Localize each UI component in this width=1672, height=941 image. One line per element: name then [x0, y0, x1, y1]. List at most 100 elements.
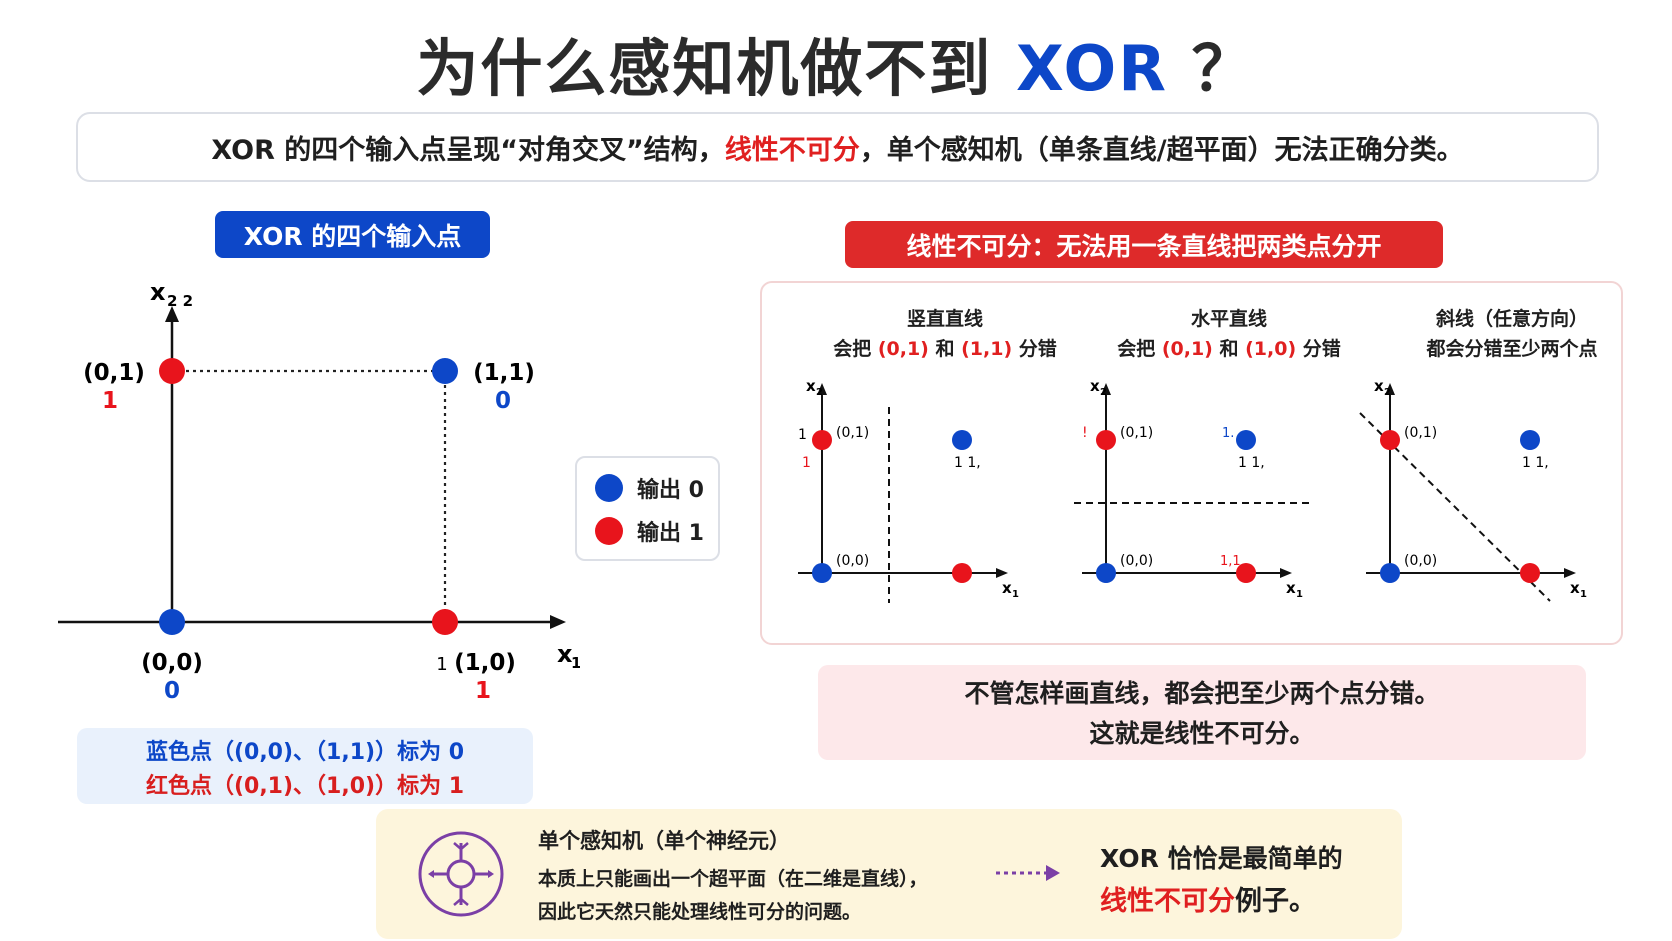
- svg-text:2: 2: [816, 387, 823, 398]
- subplot-2-title: 水平直线: [1190, 308, 1267, 330]
- arrow-up-icon: [1101, 383, 1111, 395]
- label-01-coord: (0,1): [83, 360, 145, 386]
- legend-item-output-1: 输出 1: [595, 515, 704, 547]
- mini1-point-11: [952, 430, 972, 450]
- result-highlight: 线性不可分: [1100, 886, 1235, 917]
- mini2-point-00: [1096, 563, 1116, 583]
- subplot-2-caption: 会把 (0,1) 和 (1,0) 分错: [1117, 338, 1341, 360]
- left-note-box: 蓝色点（(0,0)、（1,1)）标为 0 红色点（(0,1)、（1,0)）标为 …: [77, 728, 533, 804]
- mini-plot-diagonal: (0,1) (0,0) 1 1, x 2 x 1: [1359, 377, 1587, 602]
- perceptron-line-1: 本质上只能画出一个超平面（在二维是直线），: [538, 868, 928, 890]
- title-highlight: XOR: [1015, 32, 1169, 105]
- legend-item-output-0: 输出 0: [595, 472, 704, 504]
- result-line-1: XOR 恰恰是最简单的: [1100, 844, 1343, 873]
- arrow-up-icon: [1385, 383, 1395, 395]
- perceptron-line-2: 因此它天然只能处理线性可分的问题。: [538, 901, 862, 923]
- svg-text:x: x: [806, 377, 816, 395]
- arrow-right-icon: [1564, 568, 1576, 578]
- mini-plot-horizontal: (0,1) (0,0) ! 1. 1 1, 1,1 x 2 x 1: [1074, 377, 1310, 600]
- perceptron-title: 单个感知机（单个神经元）: [538, 829, 790, 853]
- result-line-2: 线性不可分例子。: [1100, 879, 1316, 918]
- note-red-points: 红色点（(0,1)、（1,0)）标为 1: [145, 774, 465, 799]
- point-01: [159, 358, 185, 384]
- arrow-right-icon: [996, 568, 1008, 578]
- label-10-output: 1: [475, 678, 491, 704]
- subplot-1-caption: 会把 (0,1) 和 (1,1) 分错: [833, 338, 1057, 360]
- svg-text:1: 1: [1580, 589, 1587, 600]
- svg-text:1,1: 1,1: [1220, 554, 1241, 569]
- svg-text:1: 1: [802, 455, 811, 471]
- svg-text:2: 2: [1384, 387, 1391, 398]
- svg-text:(0,1): (0,1): [1404, 425, 1437, 441]
- svg-text:x: x: [1374, 377, 1384, 395]
- legend-label-1: 输出 1: [637, 521, 704, 546]
- subplot-3-title: 斜线（任意方向）: [1435, 308, 1588, 330]
- conclusion-line-1: 不管怎样画直线，都会把至少两个点分错。: [964, 679, 1440, 708]
- conclusion-box: 不管怎样画直线，都会把至少两个点分错。 这就是线性不可分。: [818, 665, 1586, 760]
- svg-text:x: x: [1002, 579, 1012, 597]
- svg-text:(0,1): (0,1): [836, 425, 869, 441]
- svg-text:1.: 1.: [1222, 426, 1234, 441]
- diagonal-split-line: [1359, 412, 1551, 602]
- arrow-up-icon: [817, 383, 827, 395]
- conclusion-line-2: 这就是线性不可分。: [1089, 719, 1315, 748]
- dashed-arrow-icon: [996, 865, 1060, 881]
- label-00-output: 0: [164, 678, 180, 704]
- note-blue-points: 蓝色点（(0,0)、（1,1)）标为 0: [145, 740, 465, 765]
- svg-text:!: !: [1082, 425, 1088, 441]
- label-11-coord: (1,1): [473, 360, 535, 386]
- y-axis-arrow-icon: [165, 306, 179, 322]
- mini2-point-10: [1236, 563, 1256, 583]
- x-axis-label-sub: 1: [571, 654, 580, 672]
- mini2-point-11: [1236, 430, 1256, 450]
- svg-text:1: 1: [798, 427, 807, 443]
- legend-label-0: 输出 0: [637, 478, 704, 503]
- mini1-point-01: [812, 430, 832, 450]
- svg-text:1: 1: [1296, 589, 1303, 600]
- perceptron-summary-box: 单个感知机（单个神经元） 本质上只能画出一个超平面（在二维是直线）， 因此它天然…: [376, 809, 1402, 939]
- left-section-pill: XOR 的四个输入点: [215, 211, 490, 258]
- svg-text:1: 1: [1012, 589, 1019, 600]
- mini3-point-00: [1380, 563, 1400, 583]
- title-suffix: ？: [1191, 32, 1256, 105]
- mini3-point-01: [1380, 430, 1400, 450]
- mini3-point-11: [1520, 430, 1540, 450]
- blue-dot-icon: [595, 474, 623, 502]
- subtitle-box: XOR 的四个输入点呈现“对角交叉”结构，线性不可分，单个感知机（单条直线/超平…: [76, 112, 1599, 182]
- mini1-point-10: [952, 563, 972, 583]
- svg-text:(0,0): (0,0): [1120, 553, 1153, 569]
- svg-text:x: x: [1570, 579, 1580, 597]
- svg-text:(0,0): (0,0): [1404, 553, 1437, 569]
- x-axis-arrow-icon: [550, 615, 566, 629]
- mini2-point-01: [1096, 430, 1116, 450]
- point-10: [432, 609, 458, 635]
- arrow-right-icon: [1280, 568, 1292, 578]
- svg-text:x: x: [1286, 579, 1296, 597]
- xor-main-plot: x 2 2 x 1 (0,1) 1 (1,1) 0 (0,0) 0 1 (1,0…: [58, 278, 580, 704]
- label-10-prefix: 1: [436, 654, 447, 675]
- label-00-coord: (0,0): [141, 650, 203, 676]
- svg-text:1 1,: 1 1,: [954, 455, 981, 471]
- red-dot-icon: [595, 517, 623, 545]
- subplot-3-caption: 都会分错至少两个点: [1426, 338, 1598, 360]
- svg-text:1 1,: 1 1,: [1522, 455, 1549, 471]
- subplots-panel: 竖直直线 会把 (0,1) 和 (1,1) 分错 水平直线 会把 (0,1) 和…: [760, 281, 1623, 645]
- result-suffix: 例子。: [1235, 886, 1316, 917]
- svg-text:1 1,: 1 1,: [1238, 455, 1265, 471]
- neuron-icon: [418, 831, 504, 917]
- page-title: 为什么感知机做不到 XOR ？: [0, 18, 1672, 108]
- legend-box: 输出 0 输出 1: [575, 456, 720, 561]
- y-axis-label-sub: 2 2: [167, 292, 193, 310]
- y-axis-label: x: [150, 278, 166, 306]
- right-section-pill: 线性不可分：无法用一条直线把两类点分开: [845, 221, 1443, 268]
- mini3-point-10: [1520, 563, 1540, 583]
- subtitle-highlight: 线性不可分: [724, 134, 860, 166]
- point-00: [159, 609, 185, 635]
- mini1-point-00: [812, 563, 832, 583]
- subplot-1-title: 竖直直线: [906, 308, 983, 330]
- subtitle-part2: ，单个感知机（单条直线/超平面）无法正确分类。: [859, 134, 1464, 166]
- label-10-coord: (1,0): [454, 650, 516, 676]
- point-11: [432, 358, 458, 384]
- label-11-output: 0: [495, 388, 511, 414]
- subtitle-part1: XOR 的四个输入点呈现“对角交叉”结构，: [211, 134, 725, 166]
